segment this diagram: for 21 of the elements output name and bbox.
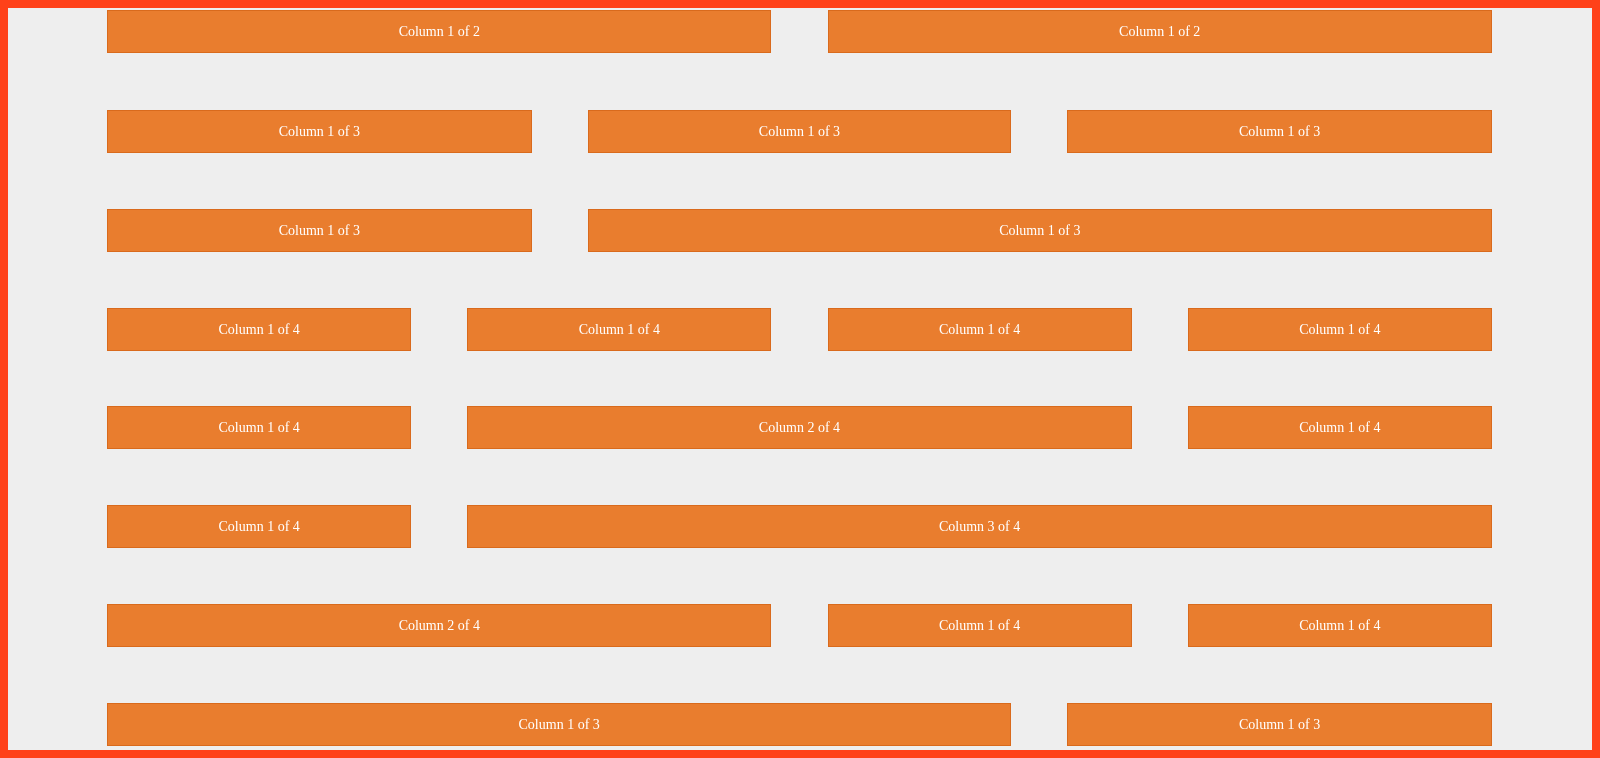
column-bar: Column 1 of 4: [827, 308, 1132, 352]
column-bar: Column 1 of 4: [827, 604, 1132, 648]
column-bar: Column 1 of 3: [107, 209, 532, 253]
column-bar: Column 1 of 3: [107, 110, 532, 154]
column-bar: Column 1 of 4: [1187, 604, 1492, 648]
column-bar: Column 1 of 3: [1067, 110, 1492, 154]
column-bar: Column 1 of 4: [1187, 308, 1492, 352]
column-bar: Column 1 of 3: [1067, 703, 1492, 747]
column-bar: Column 3 of 4: [467, 505, 1492, 549]
column-bar: Column 1 of 3: [107, 703, 1012, 747]
column-bar: Column 1 of 4: [107, 308, 412, 352]
column-bar: Column 1 of 3: [587, 110, 1012, 154]
column-bar: Column 1 of 4: [107, 505, 412, 549]
column-bar: Column 2 of 4: [467, 406, 1132, 450]
column-bar: Column 1 of 2: [827, 10, 1492, 54]
column-bar: Column 2 of 4: [107, 604, 772, 648]
column-bar: Column 1 of 4: [107, 406, 412, 450]
column-bar: Column 1 of 4: [1187, 406, 1492, 450]
column-bar: Column 1 of 3: [587, 209, 1492, 253]
column-bar: Column 1 of 4: [467, 308, 772, 352]
column-bar: Column 1 of 2: [107, 10, 772, 54]
